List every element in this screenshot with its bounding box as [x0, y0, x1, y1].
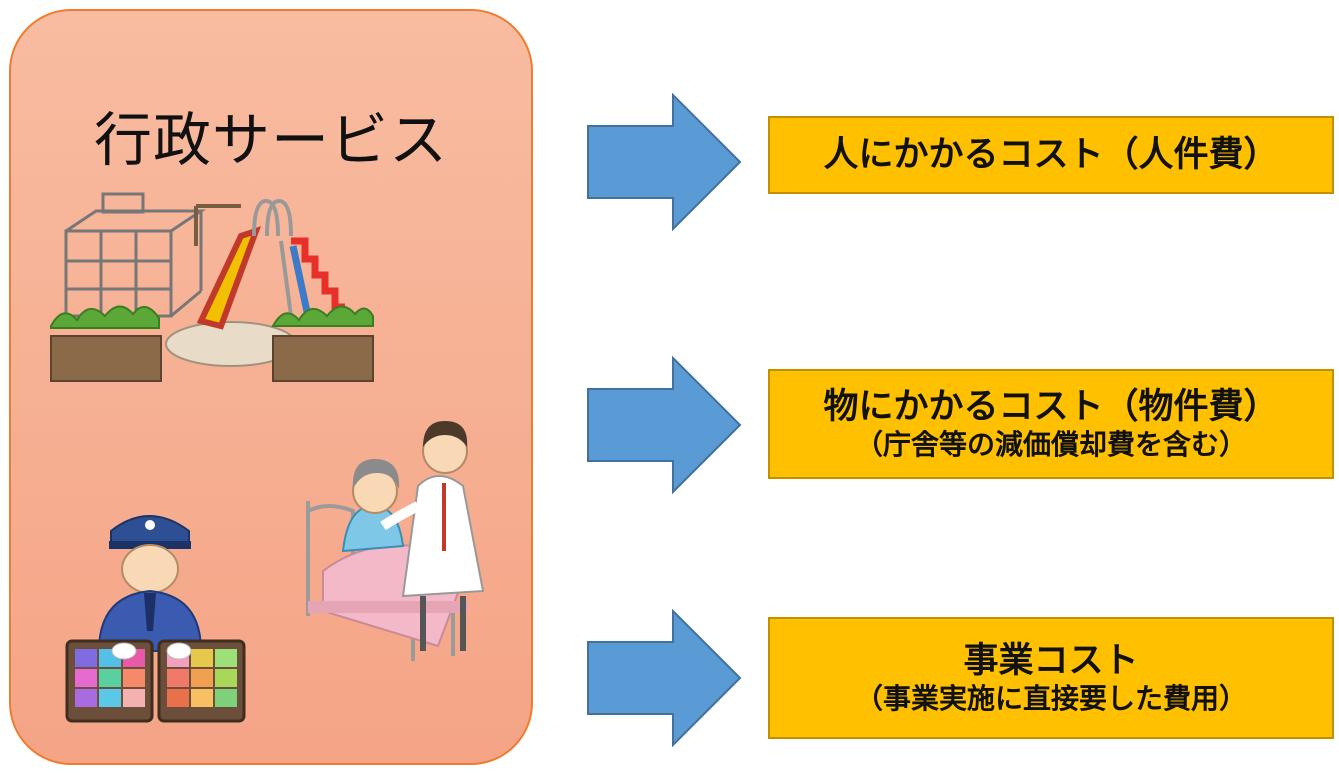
panel-title: 行政サービス — [93, 106, 448, 174]
service-panel: 行政サービス — [9, 9, 533, 765]
cost-box-goods: 物にかかるコスト（物件費） （庁舎等の減価償却費を含む） — [768, 369, 1334, 479]
cost-sub-label: （事業実施に直接要した費用） — [854, 682, 1247, 715]
cost-main-label: 人にかかるコスト（人件費） — [823, 135, 1279, 175]
cost-box-project: 事業コスト （事業実施に直接要した費用） — [768, 617, 1334, 739]
officer-with-suitcase-icon — [65, 515, 246, 723]
right-arrow-icon — [587, 608, 742, 748]
doctor-patient-icon — [306, 421, 485, 661]
right-arrow-icon — [587, 92, 742, 232]
playground-icon — [50, 192, 374, 382]
cost-main-label: 事業コスト — [963, 641, 1139, 681]
right-arrow-icon — [587, 355, 742, 495]
cost-sub-label: （庁舎等の減価償却費を含む） — [854, 428, 1247, 461]
cost-box-personnel: 人にかかるコスト（人件費） — [768, 116, 1334, 194]
cost-main-label: 物にかかるコスト（物件費） — [823, 387, 1279, 427]
